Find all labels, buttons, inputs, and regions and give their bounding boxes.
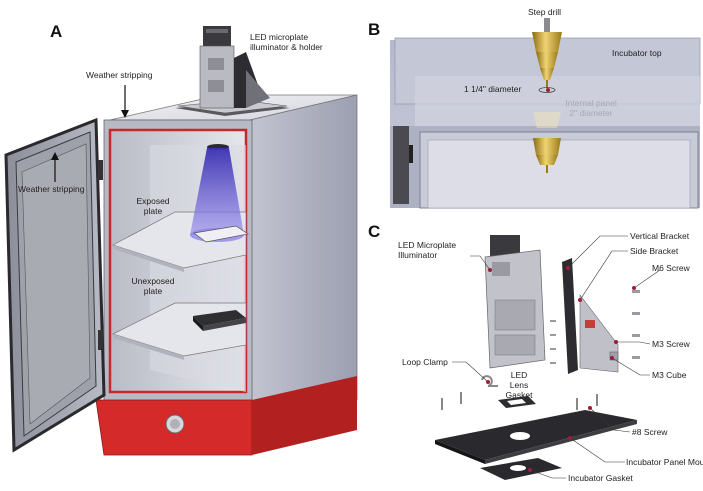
label-screw-8: #8 Screw bbox=[632, 427, 668, 437]
label-incubator-top: Incubator top bbox=[612, 48, 662, 58]
label-weather-stripping-top: Weather stripping bbox=[86, 70, 153, 80]
label-diameter-1-25: 1 1/4" diameter bbox=[464, 84, 522, 94]
label-side-bracket: Side Bracket bbox=[630, 246, 679, 256]
unexposed-plate bbox=[193, 310, 246, 331]
panel-label-c: C bbox=[368, 222, 381, 241]
marker-dots-c bbox=[486, 88, 636, 472]
label-unexposed-plate: Unexposed plate bbox=[131, 276, 175, 296]
label-internal-panel: Internal panel 2" diameter bbox=[565, 98, 617, 118]
label-step-drill: Step drill bbox=[528, 7, 562, 17]
label-loop-clamp: Loop Clamp bbox=[402, 357, 448, 367]
leader-lines-c bbox=[452, 235, 661, 479]
label-vertical-bracket: Vertical Bracket bbox=[630, 231, 690, 241]
exploded-assembly bbox=[435, 235, 640, 480]
annotation-arrows-a bbox=[51, 85, 129, 182]
panel-label-b: B bbox=[368, 20, 381, 39]
exposed-plate bbox=[193, 225, 249, 243]
panel-label-a: A bbox=[50, 22, 63, 41]
label-weather-stripping-door: Weather stripping bbox=[18, 184, 85, 194]
label-led-lens-gasket: LED Lens Gasket bbox=[505, 370, 533, 400]
label-led-microplate-illuminator: LED Microplate Illuminator bbox=[398, 240, 457, 260]
led-illuminator-holder bbox=[175, 26, 290, 116]
label-incubator-gasket: Incubator Gasket bbox=[568, 473, 633, 483]
label-incubator-panel-mount: Incubator Panel Mount bbox=[626, 457, 703, 467]
label-exposed-plate: Exposed plate bbox=[136, 196, 170, 216]
label-m3-cube: M3 Cube bbox=[652, 370, 687, 380]
label-m6-screw: M6 Screw bbox=[652, 263, 690, 273]
label-m3-screw: M3 Screw bbox=[652, 339, 690, 349]
incubator-door bbox=[4, 117, 106, 453]
label-led-illuminator: LED microplate illuminator & holder bbox=[250, 32, 323, 52]
step-drill bbox=[532, 18, 562, 173]
